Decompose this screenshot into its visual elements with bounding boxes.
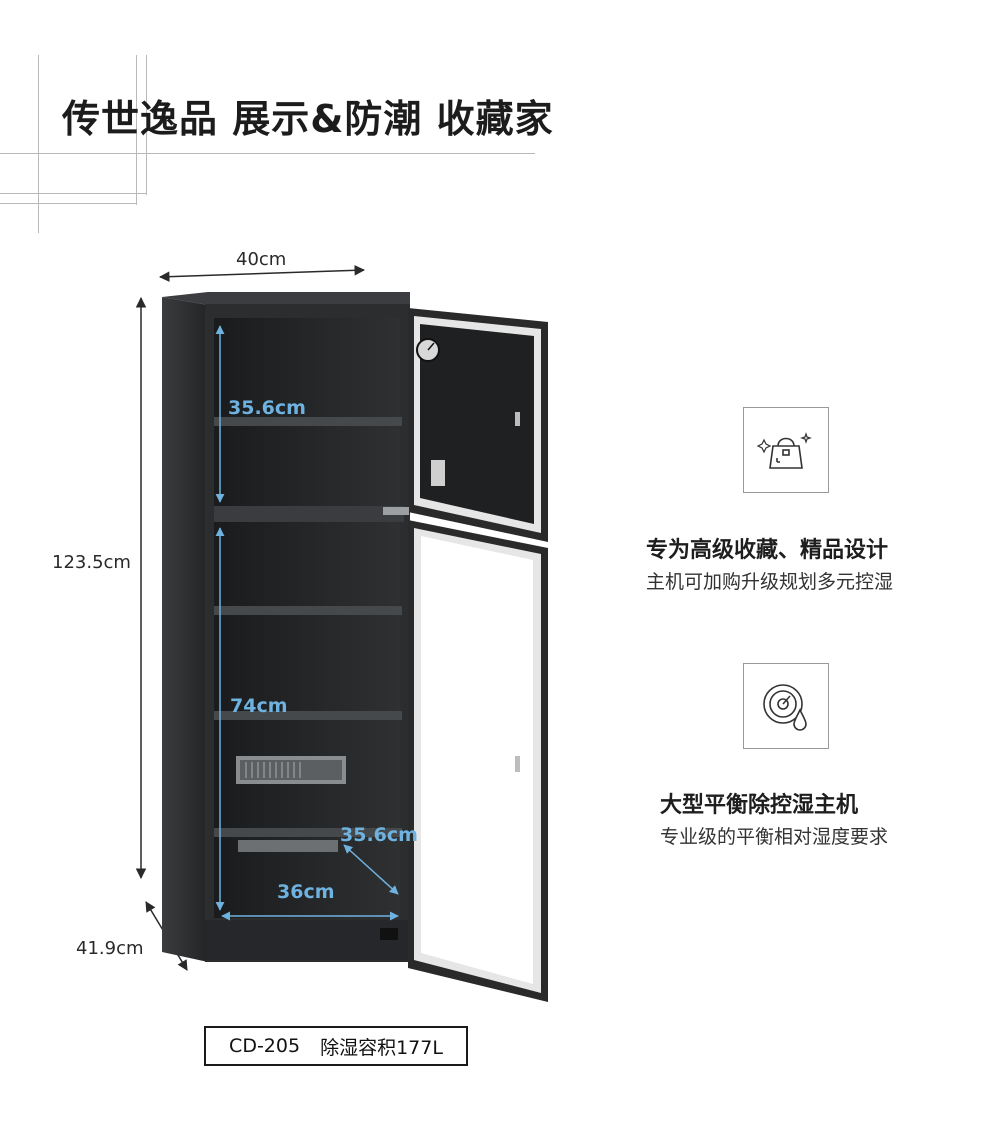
shelf <box>214 506 404 522</box>
height-label: 123.5cm <box>52 552 131 573</box>
header-line-v3 <box>146 55 147 195</box>
inner-depth-label: 35.6cm <box>340 824 418 846</box>
shelves <box>214 417 404 837</box>
inner-depth-line <box>343 844 399 895</box>
feature-dehumidifier-subtitle: 专业级的平衡相对湿度要求 <box>660 826 889 848</box>
upper-door-handle <box>515 412 520 426</box>
feature-collection-title: 专为高级收藏、精品设计 <box>646 538 889 563</box>
depth-label: 41.9cm <box>76 938 144 959</box>
shelf <box>214 606 402 615</box>
model-capacity: 除湿容积177L <box>320 1036 443 1059</box>
header-line-v2 <box>136 55 137 205</box>
lower-door-glass <box>421 536 533 984</box>
gauge-droplet-icon <box>763 684 807 731</box>
lower-compartment-height-label: 74cm <box>230 695 288 717</box>
feature-collection-subtitle: 主机可加购升级规划多元控湿 <box>646 571 894 593</box>
model-code: CD-205 <box>229 1035 301 1057</box>
feature-icon-box-dehumidifier <box>743 663 829 749</box>
shelf <box>214 711 402 720</box>
width-label: 40cm <box>236 249 287 270</box>
header-line-h2 <box>0 193 146 194</box>
shelf <box>214 417 402 426</box>
cabinet-left-side <box>162 297 208 962</box>
handbag-sparkle-icon <box>756 432 812 469</box>
cabinet-plinth <box>205 920 410 960</box>
dehumidifier-unit <box>238 840 338 852</box>
feature-dehumidifier-title: 大型平衡除控湿主机 <box>660 793 859 818</box>
hinge <box>383 507 409 515</box>
cabinet-foot <box>380 928 398 940</box>
header-line-h3 <box>0 203 136 204</box>
dehumidifier-unit <box>236 756 346 784</box>
width-dimension-line <box>158 265 366 282</box>
upper-door-glass <box>420 324 534 524</box>
model-info-box: CD-205 除湿容积177L <box>204 1026 468 1066</box>
top-compartment-height-label: 35.6cm <box>228 397 306 419</box>
header-line-h1 <box>0 153 535 154</box>
door-label <box>431 460 445 486</box>
page-title: 传世逸品 展示&防潮 收藏家 <box>62 97 554 141</box>
shelf <box>214 828 402 837</box>
feature-icon-box-collection <box>743 407 829 493</box>
inner-width-label: 36cm <box>277 881 335 903</box>
cabinet-top <box>162 292 410 305</box>
lower-door-handle <box>515 756 520 772</box>
header-line-v1 <box>38 55 39 233</box>
